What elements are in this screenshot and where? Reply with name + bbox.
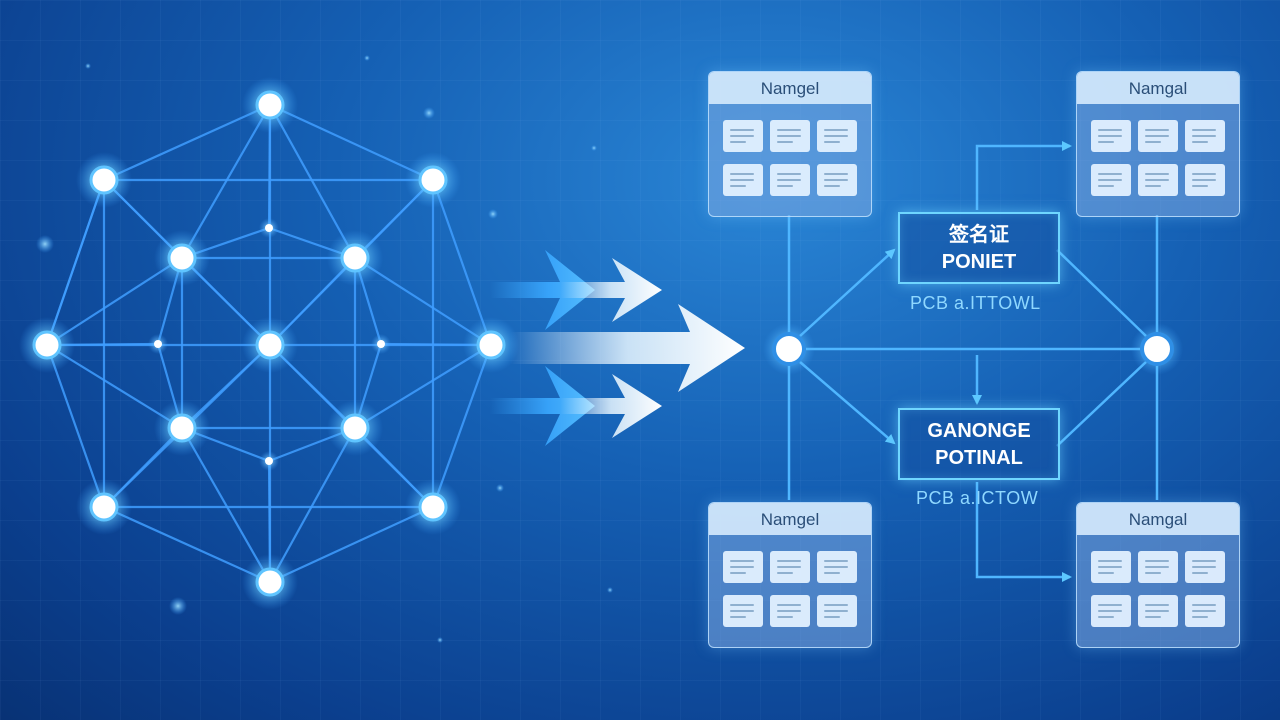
list-row-icon — [723, 551, 763, 583]
network-junction — [371, 334, 391, 354]
list-row-icon — [1091, 595, 1131, 627]
list-row-icon — [770, 164, 810, 196]
connector-bottom-box-to-bottom-right-card — [975, 482, 1072, 582]
connector-top-box-to-hub-right — [1056, 249, 1147, 337]
glow-particle — [437, 637, 443, 643]
network-node — [242, 554, 298, 610]
network-edge — [103, 505, 271, 584]
list-row-icon — [770, 551, 810, 583]
list-row-icon — [817, 595, 857, 627]
flow-arrow-top-white — [560, 258, 662, 322]
network-junction — [259, 451, 279, 471]
connector-bottom-box-to-hub-right — [1056, 361, 1147, 447]
list-row-icon — [817, 551, 857, 583]
network-node — [327, 230, 383, 286]
list-row-icon — [1091, 551, 1131, 583]
connector-hub-left-to-bottom-box — [799, 361, 896, 445]
glow-particle — [423, 107, 435, 119]
network-edge — [269, 506, 434, 583]
network-edge — [45, 179, 106, 346]
network-edge — [269, 427, 356, 583]
network-edge — [45, 344, 106, 508]
list-row-icon — [770, 120, 810, 152]
network-junction — [148, 334, 168, 354]
card-title: Namgel — [709, 503, 871, 535]
card-bottom-left: Namgel — [708, 502, 872, 648]
list-row-icon — [770, 595, 810, 627]
list-row-icon — [723, 164, 763, 196]
glow-particle — [85, 63, 91, 69]
process-box-top: 签名证 PONIET — [898, 212, 1060, 284]
process-box-bottom-sublabel: PCB a.ICTOW — [916, 488, 1039, 508]
network-node — [19, 317, 75, 373]
process-box-line1: GANONGE — [927, 420, 1031, 442]
process-box-line1: 签名证 — [949, 224, 1009, 246]
network-node — [327, 400, 383, 456]
network-edge — [103, 103, 271, 182]
hub-nodes — [763, 323, 1183, 375]
card-title: Namgal — [1077, 72, 1239, 104]
network-node — [154, 230, 210, 286]
network-edge — [181, 104, 271, 259]
list-row-icon — [723, 595, 763, 627]
list-row-icon — [1138, 164, 1178, 196]
list-row-icon — [1185, 595, 1225, 627]
card-top-right: Namgal — [1076, 71, 1240, 217]
hub-node-right — [1140, 332, 1174, 366]
network-edge — [181, 427, 271, 583]
list-row-icon — [1185, 120, 1225, 152]
list-row-icon — [1138, 551, 1178, 583]
glow-particle — [488, 209, 498, 219]
flow-arrow-bottom-white — [560, 374, 662, 438]
flow-arrow-middle-white — [510, 304, 745, 392]
list-row-icon — [817, 164, 857, 196]
list-row-icon — [1185, 164, 1225, 196]
list-row-icon — [1138, 120, 1178, 152]
card-bottom-right: Namgal — [1076, 502, 1240, 648]
network-edge — [431, 179, 493, 346]
network-node — [76, 479, 132, 535]
list-row-icon — [817, 120, 857, 152]
list-row-icon — [1091, 120, 1131, 152]
network-node — [405, 152, 461, 208]
network-node — [76, 152, 132, 208]
card-top-left: Namgel — [708, 71, 872, 217]
connector-hub-left-to-top-box — [799, 248, 896, 337]
network-edge — [431, 344, 493, 508]
process-box-line2: PONIET — [941, 251, 1017, 273]
network-node — [242, 317, 298, 373]
glow-particle — [591, 145, 597, 151]
connector-top-box-to-top-right-card — [975, 141, 1072, 210]
network-node — [463, 317, 519, 373]
glow-particle — [36, 235, 54, 253]
list-row-icon — [1185, 551, 1225, 583]
hub-node-left — [772, 332, 806, 366]
glow-particle — [496, 484, 504, 492]
list-row-icon — [1138, 595, 1178, 627]
glow-particle — [364, 55, 370, 61]
network-edge — [269, 104, 434, 181]
network-edge — [269, 104, 356, 259]
list-row-icon — [723, 120, 763, 152]
list-row-icon — [1091, 164, 1131, 196]
flow-arrow-bottom-blue — [490, 366, 595, 446]
network-node — [154, 400, 210, 456]
flow-arrow-top-blue — [490, 250, 595, 330]
network-node — [242, 77, 298, 133]
process-box-line2: POTINAL — [935, 447, 1023, 469]
process-box-top-sublabel: PCB a.ITTOWL — [910, 293, 1041, 313]
process-box-bottom: GANONGE POTINAL — [898, 408, 1060, 480]
network-junction — [259, 218, 279, 238]
glow-particle — [169, 597, 187, 615]
glow-particle — [607, 587, 613, 593]
card-title: Namgel — [709, 72, 871, 104]
network-node — [405, 479, 461, 535]
flow-arrows — [490, 250, 745, 446]
card-title: Namgal — [1077, 503, 1239, 535]
